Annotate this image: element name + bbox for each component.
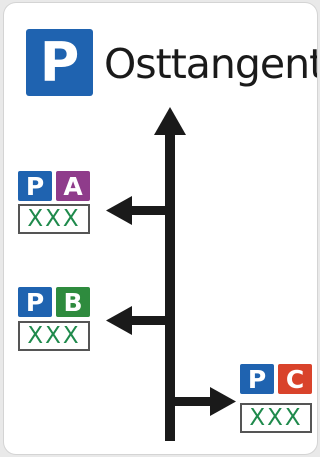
parking-guidance-sign: P Osttangente P A XXX P B XXX P C XXX (4, 3, 317, 454)
branch-arrow-a (106, 196, 168, 225)
parking-symbol-b: P (18, 287, 52, 317)
parking-symbol-c: P (240, 364, 274, 394)
parking-symbol-a: P (18, 171, 52, 201)
destination-label-a: XXX (18, 204, 90, 234)
direction-arrows (106, 107, 236, 441)
sign-title: Osttangente (104, 40, 317, 88)
destination-letter-b: B (56, 287, 90, 317)
destination-label-c: XXX (240, 403, 312, 433)
parking-symbol: P (26, 29, 93, 96)
main-arrow (154, 107, 186, 441)
destination-label-b: XXX (18, 321, 90, 351)
destination-letter-a: A (56, 171, 90, 201)
branch-arrow-b (106, 306, 168, 335)
branch-arrow-c (172, 387, 236, 416)
destination-letter-c: C (278, 364, 312, 394)
